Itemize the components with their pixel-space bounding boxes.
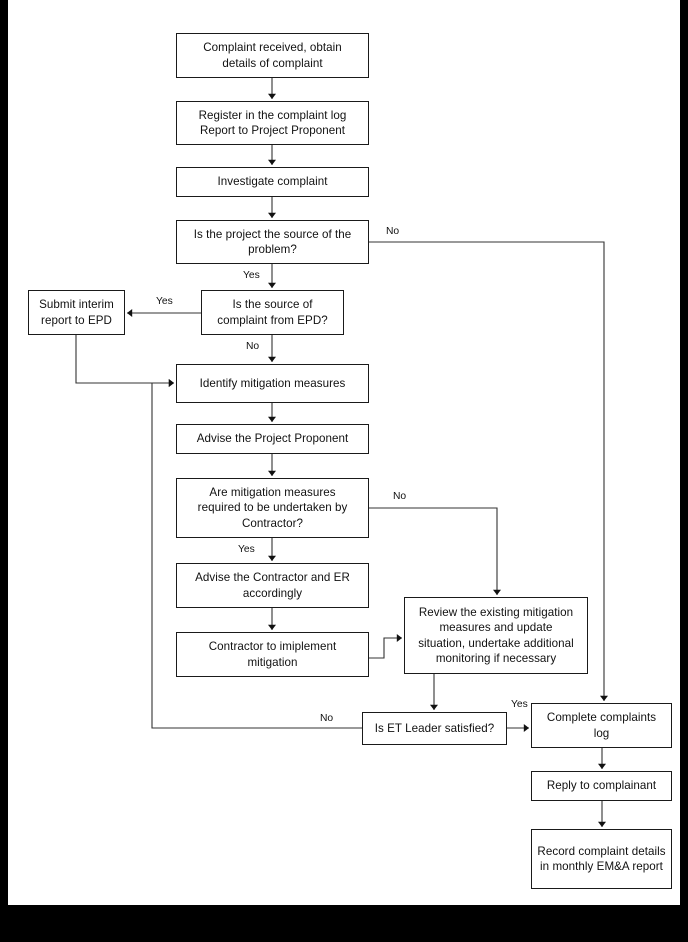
- node-investigate-complaint[interactable]: Investigate complaint: [176, 167, 369, 197]
- node-complaint-received[interactable]: Complaint received, obtain details of co…: [176, 33, 369, 78]
- node-contractor-implement[interactable]: Contractor to imiplement mitigation: [176, 632, 369, 677]
- edge-label-yes-source-epd: Yes: [156, 296, 173, 307]
- node-label: Investigate complaint: [217, 175, 328, 189]
- node-label: Complaint received, obtain details of co…: [203, 41, 342, 70]
- connector-c-submit-to-identify: [75, 335, 174, 384]
- arrowhead-c-reply-to-record: [598, 821, 606, 827]
- arrowhead-c-epd-no-down: [268, 356, 276, 362]
- arrowhead-c-et-leader-no-left: [168, 379, 174, 387]
- node-label: Complete complaints log: [546, 711, 657, 740]
- edge-label-yes-project-source: Yes: [243, 270, 260, 281]
- connector-c-is-source-no-right: [369, 241, 605, 701]
- arrowhead-c-mitigation-yes-down: [268, 555, 276, 561]
- arrowhead-c-register-to-investigate: [268, 159, 276, 165]
- node-label: Submit interim report to EPD: [39, 298, 114, 327]
- node-label: Is ET Leader satisfied?: [374, 721, 495, 735]
- node-label: Advise the Project Proponent: [196, 432, 349, 446]
- node-label: Reply to complainant: [546, 779, 657, 793]
- node-are-mitigation-required[interactable]: Are mitigation measures required to be u…: [176, 478, 369, 538]
- node-is-et-leader-satisfied[interactable]: Is ET Leader satisfied?: [362, 712, 507, 745]
- node-reply-to-complainant[interactable]: Reply to complainant: [531, 771, 672, 801]
- arrowhead-c-mitigation-no-right: [493, 589, 501, 595]
- edge-label-no-source-epd: No: [246, 341, 260, 352]
- node-is-source-epd[interactable]: Is the source of complaint from EPD?: [201, 290, 344, 335]
- node-record-complaint-details[interactable]: Record complaint details in monthly EM&A…: [531, 829, 672, 889]
- edge-label-no-mitigation-required: No: [393, 491, 407, 502]
- connector-c-implement-to-review: [369, 637, 402, 659]
- edge-label-no-project-source: No: [386, 226, 400, 237]
- arrowhead-c-epd-yes-left: [127, 309, 133, 317]
- node-label: Are mitigation measures required to be u…: [197, 485, 348, 530]
- arrowhead-c-advise-contractor-to-implement: [268, 624, 276, 630]
- arrowhead-c-is-source-no-right: [600, 695, 608, 701]
- node-advise-contractor-er[interactable]: Advise the Contractor and ER accordingly: [176, 563, 369, 608]
- node-register-log[interactable]: Register in the complaint log Report to …: [176, 101, 369, 145]
- node-label: Record complaint details in monthly EM&A…: [537, 844, 666, 874]
- node-is-project-source[interactable]: Is the project the source of the problem…: [176, 220, 369, 264]
- edge-label-no-et-leader: No: [320, 713, 334, 724]
- node-label: Is the project the source of the problem…: [193, 227, 352, 257]
- arrowhead-c-advise-to-are-mitigation: [268, 470, 276, 476]
- arrowhead-c-review-to-et-leader: [430, 704, 438, 710]
- node-identify-mitigation[interactable]: Identify mitigation measures: [176, 364, 369, 403]
- flowchart-canvas: Complaint received, obtain details of co…: [8, 0, 680, 905]
- arrowhead-c-complete-to-reply: [598, 763, 606, 769]
- node-submit-interim-report[interactable]: Submit interim report to EPD: [28, 290, 125, 335]
- node-complete-complaints-log[interactable]: Complete complaints log: [531, 703, 672, 748]
- node-label: Advise the Contractor and ER accordingly: [195, 571, 350, 600]
- node-review-existing-mitigation[interactable]: Review the existing mitigation measures …: [404, 597, 588, 674]
- connector-layer: [75, 78, 608, 827]
- node-label: Contractor to imiplement mitigation: [208, 640, 337, 669]
- arrowhead-c-implement-to-review: [396, 634, 402, 642]
- edge-label-yes-mitigation-required: Yes: [238, 544, 255, 555]
- arrowhead-c-identify-to-advise: [268, 416, 276, 422]
- arrowhead-c-is-source-yes-down: [268, 282, 276, 288]
- arrowhead-c-et-leader-yes-right: [523, 724, 529, 732]
- node-label: Is the source of complaint from EPD?: [217, 298, 328, 327]
- node-label: Register in the complaint log Report to …: [198, 108, 347, 138]
- edge-label-yes-et-leader: Yes: [511, 699, 528, 710]
- node-label: Identify mitigation measures: [199, 376, 346, 390]
- connector-c-et-leader-no-left: [151, 382, 362, 729]
- arrowhead-c-received-to-register: [268, 93, 276, 99]
- node-advise-project-proponent[interactable]: Advise the Project Proponent: [176, 424, 369, 454]
- node-label: Review the existing mitigation measures …: [418, 605, 574, 666]
- arrowhead-c-investigate-to-is-source: [268, 212, 276, 218]
- connector-c-mitigation-no-right: [369, 507, 498, 595]
